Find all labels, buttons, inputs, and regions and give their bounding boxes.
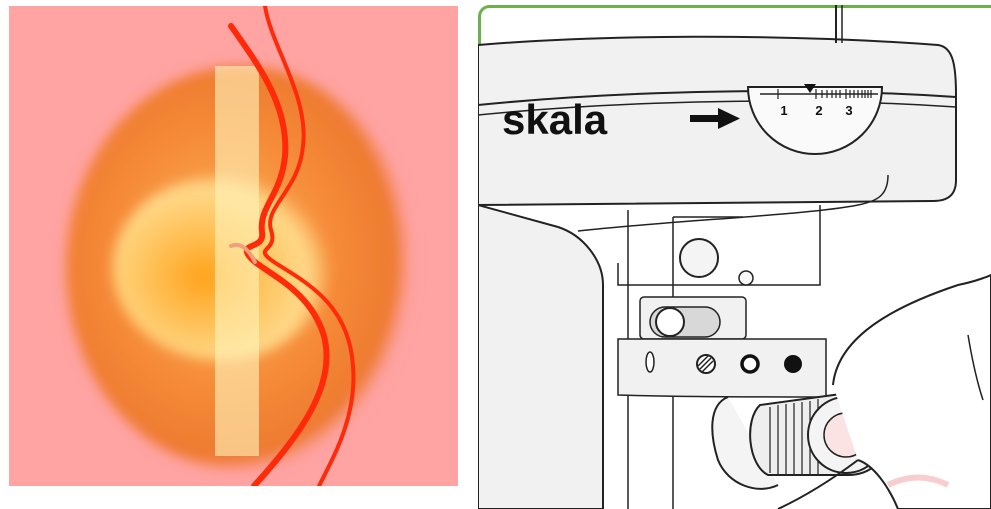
ring-circle-icon: [742, 356, 758, 372]
hatched-circle-icon: [697, 355, 715, 373]
slot-icon: [646, 352, 654, 372]
small-hole-icon: [739, 271, 753, 285]
scale-number-1: 1: [780, 103, 787, 118]
filled-circle-icon: [784, 355, 802, 373]
device-handle: [478, 205, 603, 509]
device-drawing: 1 2 3 skala: [478, 5, 991, 509]
scale-number-3: 3: [845, 103, 852, 118]
lens-illustration-panel: [9, 6, 458, 486]
device-illustration-panel: 1 2 3 skala: [478, 5, 991, 509]
lens-profile-icon: [9, 6, 458, 486]
slider-knob[interactable]: [656, 308, 684, 336]
round-button[interactable]: [680, 239, 718, 277]
scale-number-2: 2: [815, 103, 822, 118]
skala-label: skala: [502, 96, 608, 143]
